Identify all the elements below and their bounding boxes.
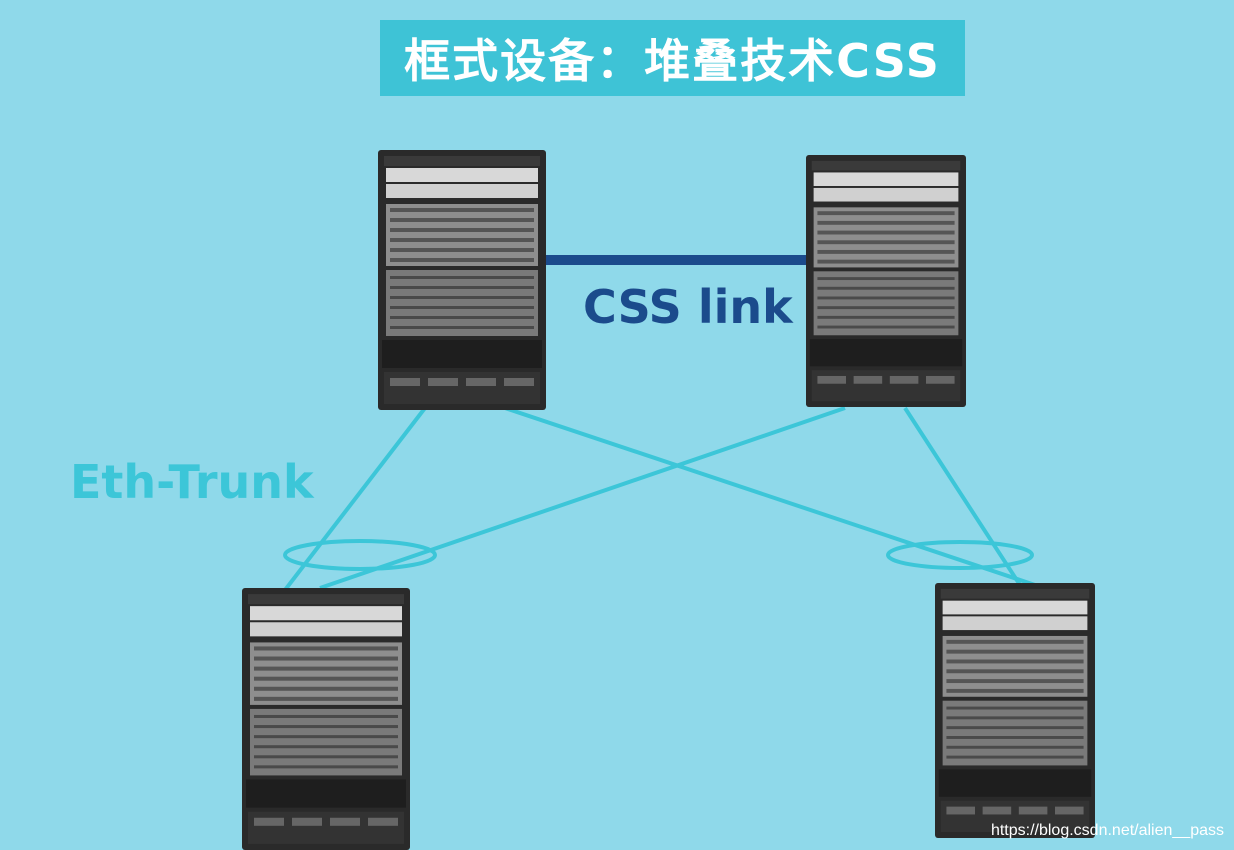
- chassis-switch-core-left: [378, 150, 546, 410]
- trunk-bundle-ellipse-left: [283, 539, 437, 571]
- eth-trunk-label: Eth-Trunk: [70, 455, 314, 509]
- title-banner: 框式设备：堆叠技术CSS: [380, 20, 965, 96]
- chassis-switch-access-left: [242, 588, 410, 850]
- trunk-link-core-left-access-left: [283, 406, 427, 592]
- trunk-link-core-right-access-right: [903, 406, 1022, 587]
- watermark: https://blog.csdn.net/alien__pass: [990, 822, 1224, 839]
- trunk-link-core-left-access-right: [504, 406, 1036, 587]
- diagram-title: 框式设备：堆叠技术CSS: [404, 34, 941, 88]
- chassis-switch-access-right: [935, 583, 1095, 838]
- chassis-switch-core-right: [806, 155, 966, 407]
- trunk-bundle-ellipse-right: [886, 540, 1034, 570]
- css-link-label: CSS link: [583, 280, 793, 334]
- trunk-link-core-right-access-left: [319, 406, 846, 590]
